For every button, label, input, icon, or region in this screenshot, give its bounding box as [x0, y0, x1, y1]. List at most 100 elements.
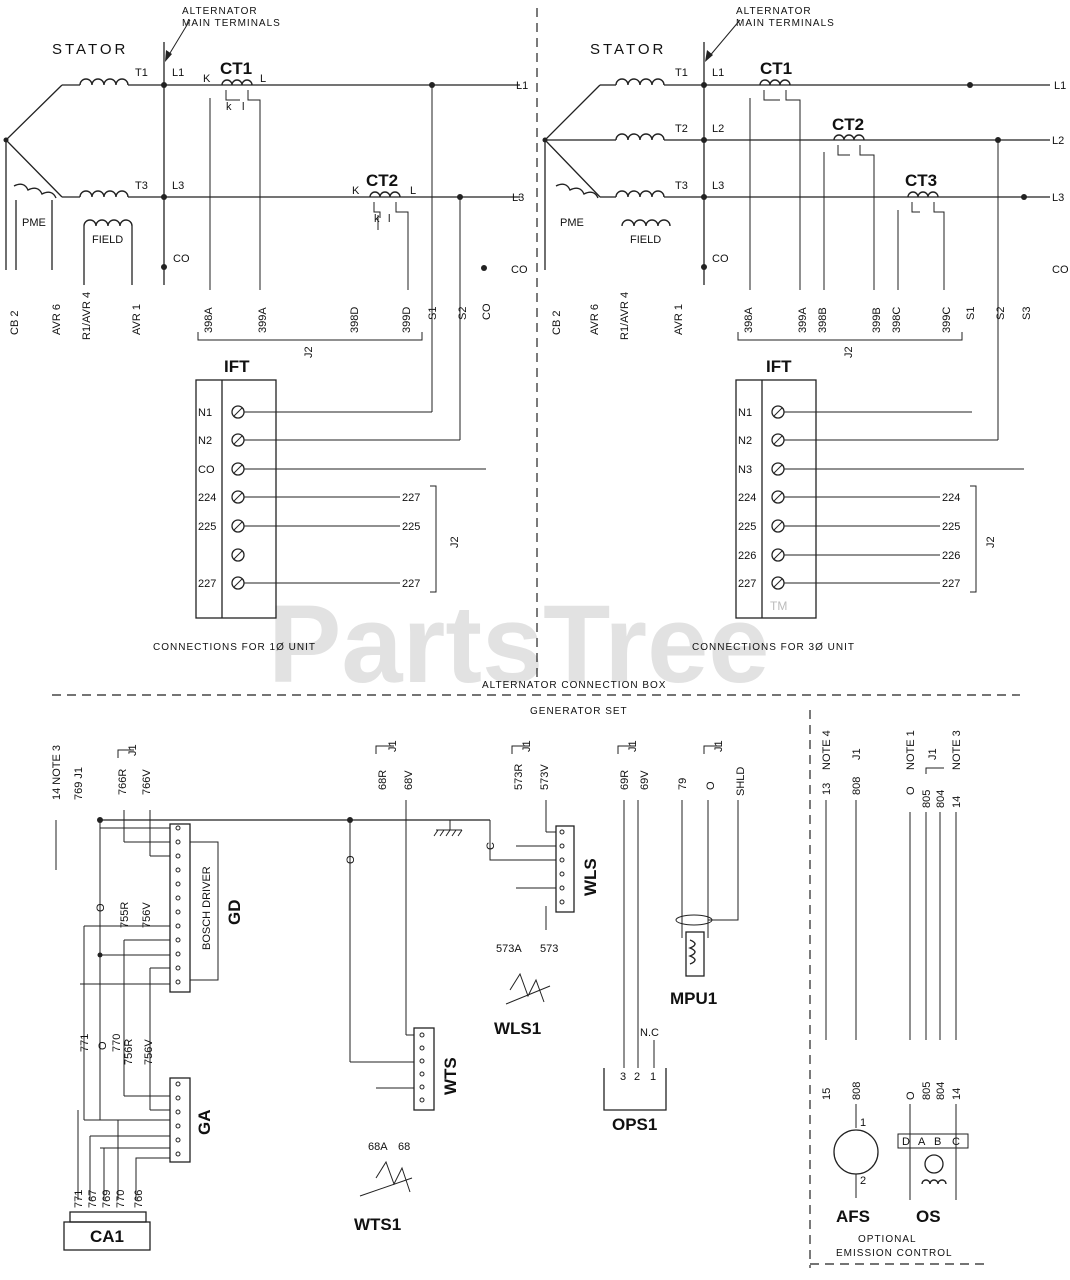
connector-pin: [175, 895, 181, 901]
svg-text:CT1: CT1: [760, 59, 792, 78]
svg-text:226: 226: [942, 550, 960, 562]
svg-text:573: 573: [540, 943, 558, 955]
svg-text:J2: J2: [449, 536, 461, 548]
svg-text:805: 805: [921, 790, 933, 808]
svg-text:L3: L3: [712, 180, 724, 192]
svg-text:CB 2: CB 2: [551, 311, 563, 335]
wts-group: 68R 68V J1 O WTS 68A 68 WTS1: [345, 740, 460, 1234]
connector-pin: [175, 979, 181, 985]
svg-text:S2: S2: [457, 307, 469, 320]
svg-text:68V: 68V: [403, 770, 415, 790]
ca1-connector: [63, 1221, 151, 1251]
wls1-symbol: [509, 972, 545, 1003]
connector-pin: [559, 899, 565, 905]
terminal-label: N2: [738, 435, 752, 447]
connector-pin: [175, 923, 181, 929]
j2-label: J2: [303, 346, 315, 358]
svg-text:756V: 756V: [143, 1039, 155, 1065]
mpu1-label: MPU1: [670, 989, 717, 1008]
gd-group: 14 NOTE 3 769 J1 766R 766V J1 BOSCH DRIV…: [51, 744, 244, 1120]
optional-label-1: OPTIONAL: [858, 1234, 917, 1245]
stator-label-3ph: STATOR: [590, 41, 666, 58]
svg-text:227: 227: [402, 578, 420, 590]
connector-pin: [175, 909, 181, 915]
ga-group: 771 O 770 756R 756V GA: [77, 1034, 214, 1200]
svg-text:O: O: [95, 903, 107, 912]
svg-text:K: K: [203, 73, 211, 85]
svg-text:766V: 766V: [141, 769, 153, 795]
svg-text:399B: 399B: [871, 307, 883, 333]
terminal-label: 225: [198, 521, 216, 533]
genset-label: GENERATOR SET: [530, 706, 628, 717]
alt-terminals-1: ALTERNATOR: [182, 6, 258, 17]
svg-text:399D: 399D: [401, 307, 413, 333]
terminal-label: 225: [738, 521, 756, 533]
svg-text:227: 227: [942, 578, 960, 590]
connector-pin: [559, 885, 565, 891]
connector-pin: [419, 1045, 425, 1051]
l1-label: L1: [172, 67, 184, 79]
svg-text:225: 225: [402, 521, 420, 533]
svg-text:L1: L1: [712, 67, 724, 79]
l1-out: L1: [516, 80, 528, 92]
svg-text:J1: J1: [521, 740, 533, 752]
svg-text:CT3: CT3: [905, 171, 937, 190]
svg-text:NOTE 3: NOTE 3: [951, 730, 963, 770]
svg-text:2: 2: [860, 1175, 866, 1187]
ct1-coil: [221, 79, 253, 86]
terminal-label: 226: [738, 550, 756, 562]
mpu-group: 79 O SHLD J1 MPU1: [670, 740, 747, 1008]
svg-text:CO: CO: [481, 303, 493, 320]
connector-pin: [559, 829, 565, 835]
svg-text:A: A: [918, 1136, 926, 1148]
terminal-label: 224: [738, 492, 756, 504]
optional-label-2: EMISSION CONTROL: [836, 1248, 953, 1259]
stator-wye: [5, 84, 63, 198]
co-label: CO: [173, 253, 190, 265]
ct2-label: CT2: [366, 171, 398, 190]
wire-avr6: AVR 6: [51, 304, 63, 335]
svg-text:O: O: [705, 781, 717, 790]
svg-text:804: 804: [935, 790, 947, 808]
stator-coil-t1: [79, 78, 129, 86]
svg-text:SHLD: SHLD: [735, 767, 747, 796]
connector-pin: [175, 1095, 181, 1101]
svg-text:L2: L2: [1052, 135, 1064, 147]
wire-r1avr4: R1/AVR 4: [81, 292, 93, 340]
svg-text:O: O: [905, 1091, 917, 1100]
alt-arrowhead: [165, 50, 172, 62]
wls-connector: [555, 825, 575, 913]
svg-text:68R: 68R: [377, 770, 389, 790]
wts-label: WTS: [441, 1057, 460, 1095]
svg-text:PME: PME: [560, 217, 584, 229]
svg-text:15: 15: [821, 1088, 833, 1100]
svg-text:O: O: [345, 855, 357, 864]
svg-text:D: D: [902, 1136, 910, 1148]
alt-terminals-2: MAIN TERMINALS: [182, 18, 281, 29]
pme-label: PME: [22, 217, 46, 229]
connector-pin: [175, 881, 181, 887]
svg-text:399A: 399A: [257, 307, 269, 333]
svg-text:573V: 573V: [539, 764, 551, 790]
right-alternator: STATOR ALTERNATOR MAIN TERMINALS T1 T2 T…: [542, 6, 1069, 653]
svg-text:771: 771: [73, 1190, 85, 1208]
svg-text:399A: 399A: [797, 307, 809, 333]
connector-pin: [175, 937, 181, 943]
svg-text:IFT: IFT: [766, 357, 792, 376]
svg-text:69R: 69R: [619, 770, 631, 790]
svg-text:J1: J1: [127, 744, 139, 756]
svg-text:l: l: [242, 101, 244, 113]
svg-text:J1: J1: [387, 740, 399, 752]
terminal-label: N1: [738, 407, 752, 419]
left-alternator: STATOR ALTERNATOR MAIN TERMINALS T1 T3 L…: [3, 6, 528, 653]
svg-text:L: L: [260, 73, 266, 85]
svg-text:NOTE 4: NOTE 4: [821, 730, 833, 770]
os-symbol: [924, 1154, 944, 1174]
svg-text:J2: J2: [985, 536, 997, 548]
svg-text:398D: 398D: [349, 307, 361, 333]
svg-text:T1: T1: [675, 67, 688, 79]
svg-text:398A: 398A: [743, 307, 755, 333]
connector-pin: [559, 871, 565, 877]
terminal-label: 227: [198, 578, 216, 590]
emission-group: 13 808 NOTE 4 J1 15 808 1 2 AFS O 805 80…: [809, 710, 988, 1268]
